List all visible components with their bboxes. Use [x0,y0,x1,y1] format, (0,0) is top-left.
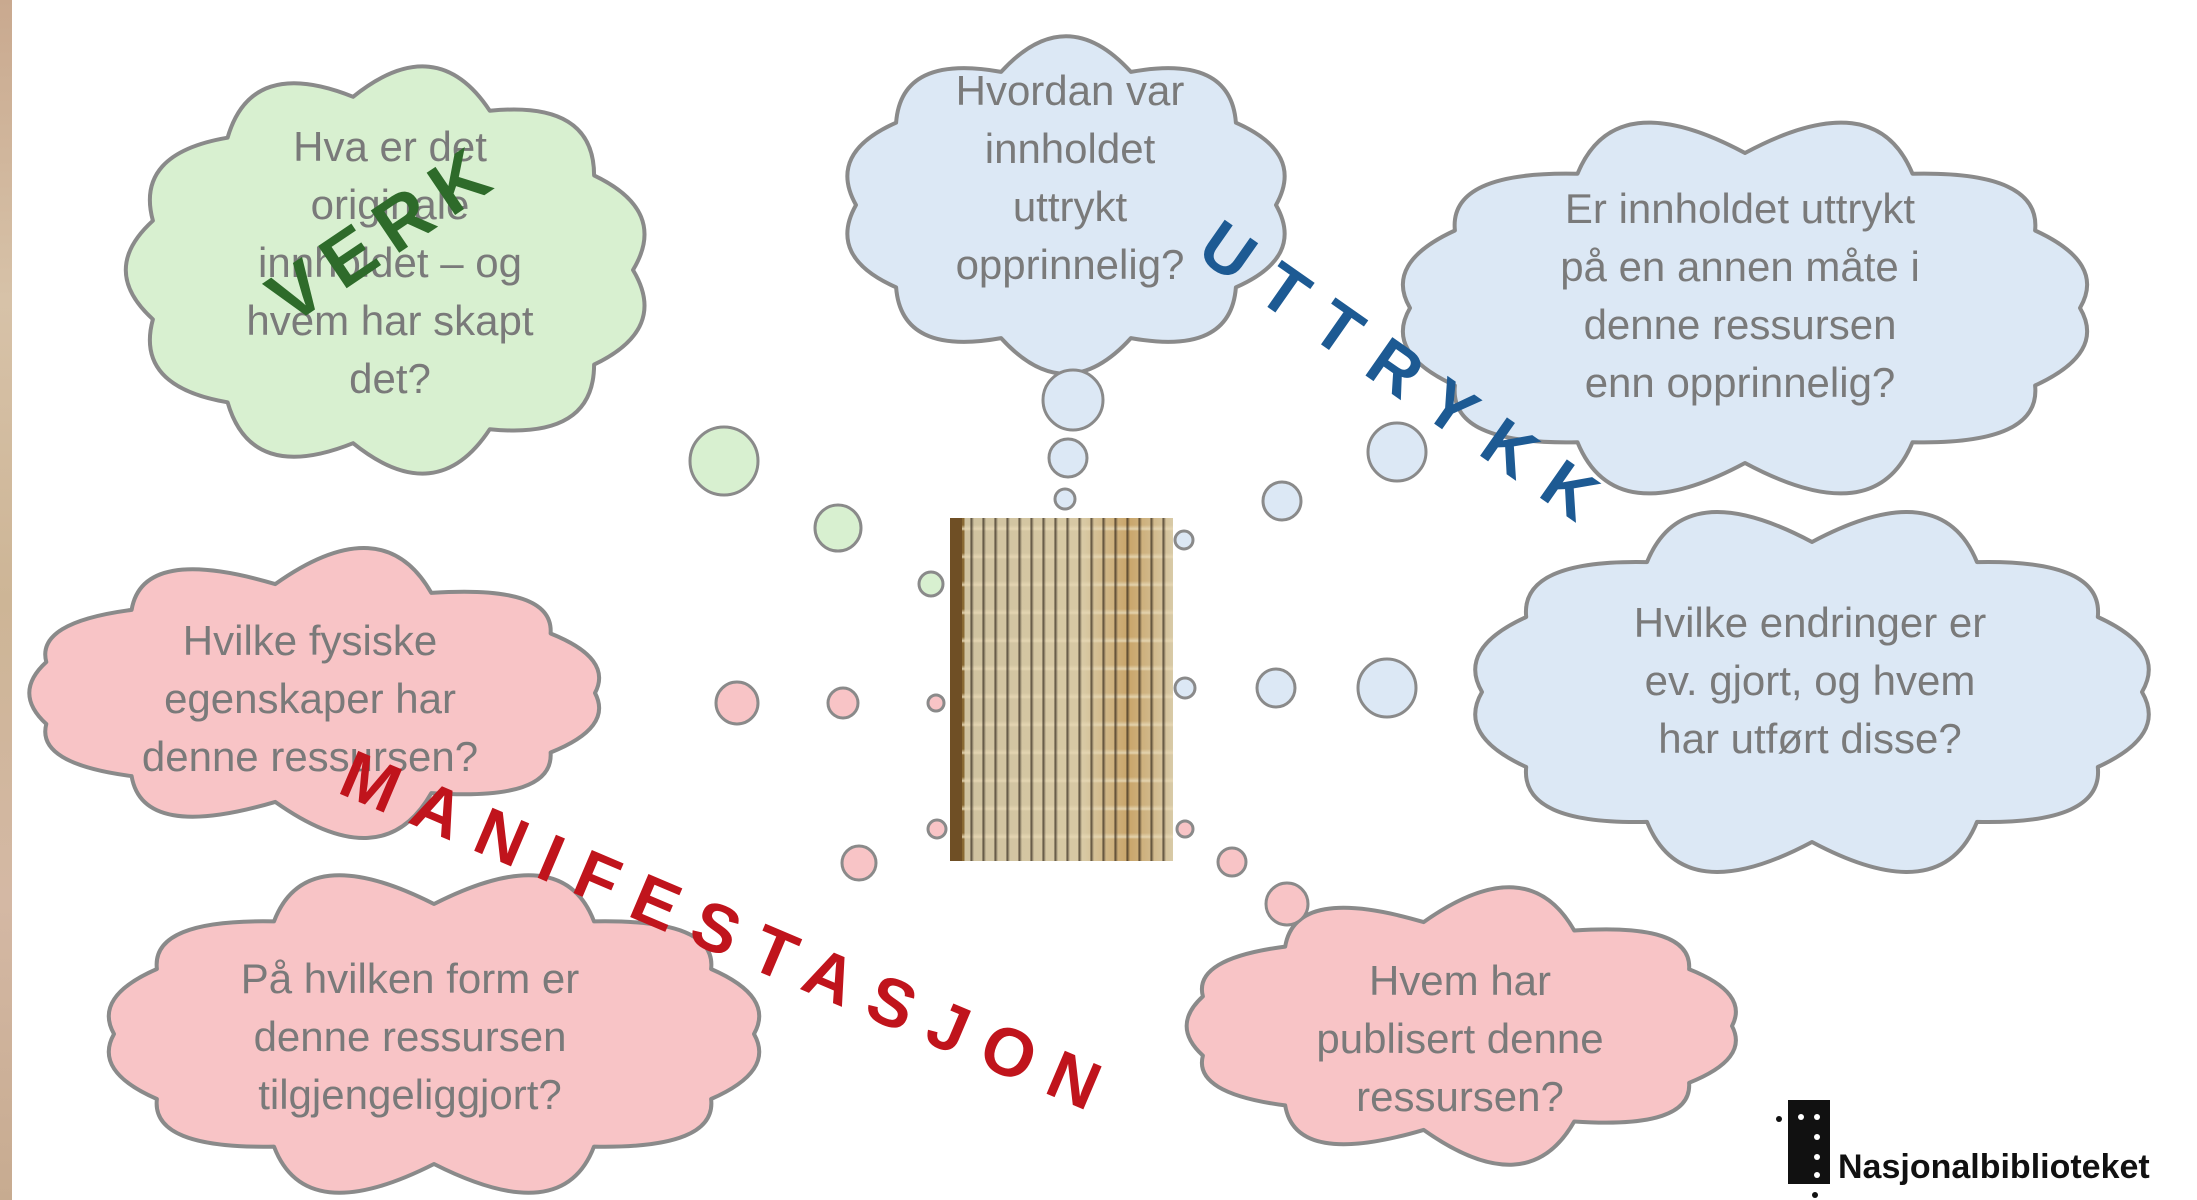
thought-bubble [1053,487,1077,511]
uttrykk-cloud-3 [1473,510,2151,874]
uttrykk-question-2-text: Er innholdet uttrykt på en annen måte i … [1560,185,1920,406]
thought-bubble [826,686,860,720]
thought-bubble [688,425,760,497]
thought-bubble [1264,881,1310,927]
manifestasjon-cloud-1 [27,545,602,841]
uttrykk-cloud-2 [1400,120,2090,496]
manifestasjon-cloud-2 [106,873,762,1195]
nasjonalbiblioteket-logo: Nasjonalbiblioteket [1768,1100,2193,1200]
thought-bubble [1047,437,1089,479]
thought-bubble [813,503,863,553]
thought-bubble [1173,676,1197,700]
uttrykk-cloud-1 [845,34,1287,376]
thought-bubble [840,844,878,882]
thought-bubble [917,570,945,598]
thought-bubble [1356,657,1418,719]
manifestasjon-question-3-text: Hvem har publisert denne ressursen? [1316,957,1604,1120]
manifestasjon-question-1-text: Hvilke fysiske egenskaper har denne ress… [141,617,479,780]
book-spine-image [950,518,1173,861]
thought-bubble [1175,819,1195,839]
thought-bubble [1173,529,1195,551]
thought-bubble [714,680,760,726]
manifestasjon-question-2-text: På hvilken form er denne ressursen tilgj… [240,955,580,1118]
uttrykk-question-3-text: Hvilke endringer er ev. gjort, og hvem h… [1633,599,1987,762]
thought-bubble [926,693,946,713]
logo-text: Nasjonalbiblioteket [1838,1148,2150,1186]
thought-bubble [1366,421,1428,483]
uttrykk-question-1-text: Hvordan var innholdet uttrykt opprinneli… [955,67,1185,288]
thought-bubble [1216,846,1248,878]
left-edge-image-strip [0,0,12,1200]
thought-bubble [926,818,948,840]
verk-question-text: Hva er det originale innholdet – og hvem… [246,123,534,402]
manifestasjon-cloud-3 [1184,885,1738,1167]
thought-bubble [1261,480,1303,522]
thought-bubble [1041,368,1105,432]
logo-mark [1788,1100,1830,1184]
verk-cloud [123,64,647,476]
thought-bubble [1255,667,1297,709]
